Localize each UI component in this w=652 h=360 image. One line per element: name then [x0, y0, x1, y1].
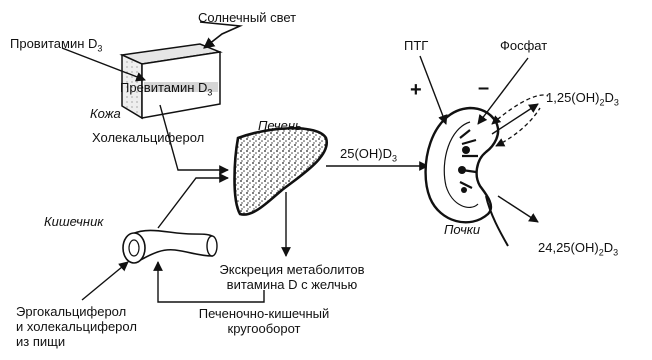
secalciferol-text-a: 24,25(OH) [538, 240, 599, 255]
calcitriol-sub-d: 3 [614, 98, 619, 108]
label-previtamin: Превитамин D3 [120, 80, 212, 101]
label-secalciferol: 24,25(OH)2D3 [538, 240, 618, 261]
previtamin-text: Превитамин D [120, 80, 207, 95]
label-calcidiol: 25(OH)D3 [340, 146, 397, 167]
liver-shape [235, 128, 327, 214]
previtamin-sub: 3 [207, 88, 212, 98]
excretion-line-2: витамина D с желчью [192, 277, 392, 292]
label-provitamin: Провитамин D3 [10, 36, 102, 57]
label-cholecalciferol: Холекальциферол [92, 130, 204, 145]
food-line-3: из пищи [16, 334, 137, 349]
secalciferol-sub-d: 3 [613, 248, 618, 258]
label-intestine: Кишечник [44, 214, 103, 229]
calcidiol-sub: 3 [392, 154, 397, 164]
plus-sign: + [410, 80, 422, 100]
provitamin-text: Провитамин D [10, 36, 97, 51]
provitamin-sub: 3 [97, 44, 102, 54]
food-line-2: и холекальциферол [16, 319, 137, 334]
calcidiol-text: 25(OH)D [340, 146, 392, 161]
label-liver: Печень [258, 118, 302, 133]
label-excretion: Экскреция метаболитов витамина D с желчь… [192, 262, 392, 292]
intestine-tube [123, 230, 217, 263]
label-enterohepatic: Печеночно-кишечный кругооборот [176, 306, 352, 336]
excretion-line-1: Экскреция метаболитов [192, 262, 392, 277]
label-skin: Кожа [90, 106, 121, 121]
intestine-to-liver-arrow [158, 178, 228, 228]
calcitriol-text-a: 1,25(OH) [546, 90, 599, 105]
pth-arrow [420, 56, 446, 124]
minus-sign: – [478, 78, 489, 98]
food-line-1: Эргокальциферол [16, 304, 137, 319]
label-pth: ПТГ [404, 38, 428, 53]
label-phosphate: Фосфат [500, 38, 547, 53]
label-kidneys: Почки [444, 222, 480, 237]
enterohepatic-line-2: кругооборот [176, 321, 352, 336]
label-calcitriol: 1,25(OH)2D3 [546, 90, 619, 111]
label-food: Эргокальциферол и холекальциферол из пищ… [16, 304, 137, 349]
enterohepatic-line-1: Печеночно-кишечный [176, 306, 352, 321]
secalciferol-text-c: D [604, 240, 613, 255]
label-sunlight: Солнечный свет [198, 10, 296, 25]
sunlight-ray [200, 22, 240, 48]
secalciferol-arrow [498, 196, 538, 222]
calcitriol-text-c: D [604, 90, 613, 105]
food-arrow [82, 262, 128, 300]
